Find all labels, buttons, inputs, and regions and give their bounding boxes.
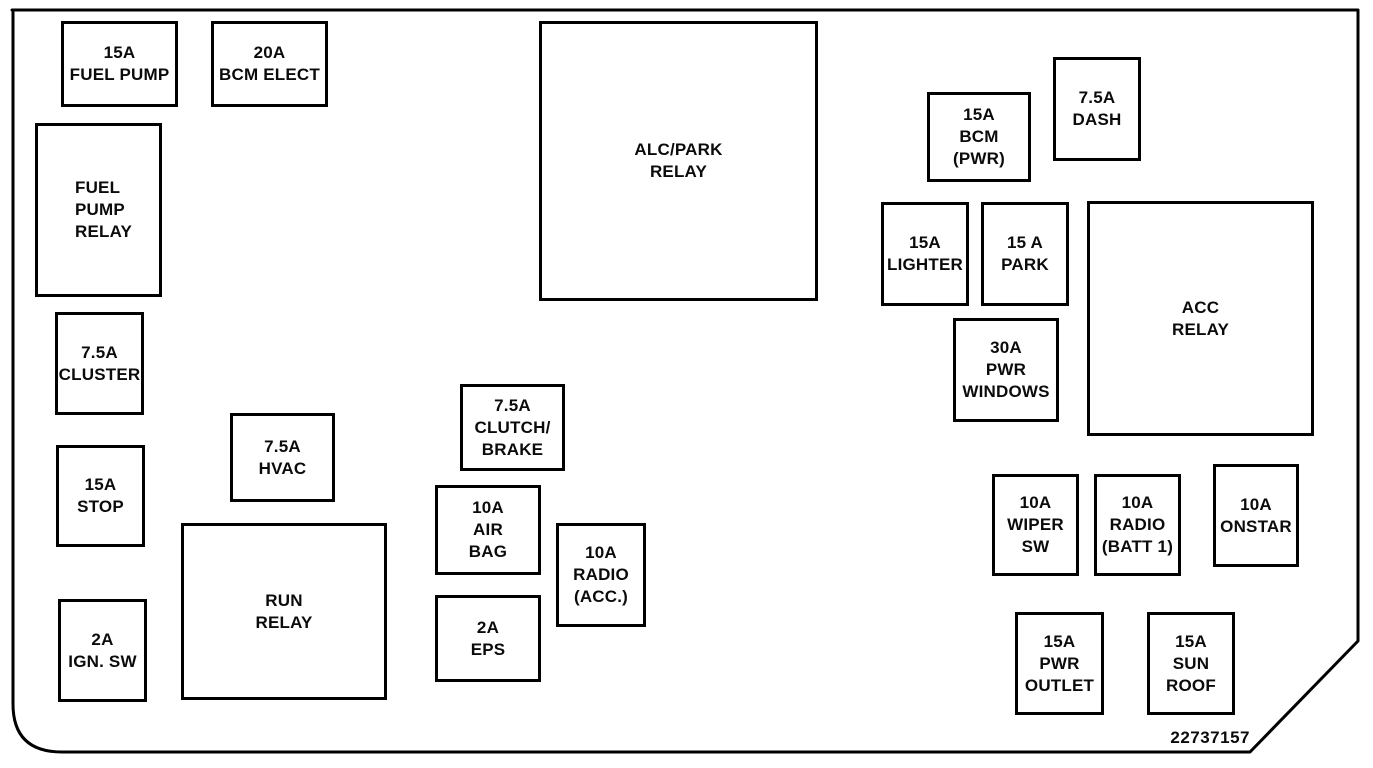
fuse-bcm-pwr-label: 15A BCM (PWR): [953, 105, 1005, 168]
fuse-eps-label: 2A EPS: [470, 617, 506, 659]
fuse-radio-batt1-label: 10A RADIO (BATT 1): [1101, 493, 1174, 556]
fuse-cluster-label: 7.5A CLUSTER: [58, 342, 141, 384]
relay-fuel-pump-label: FUEL PUMP RELAY: [75, 178, 133, 241]
fuse-hvac: 7.5A HVAC: [230, 413, 335, 502]
fuse-eps: 2A EPS: [435, 595, 541, 682]
relay-alc-park-label: ALC/PARK RELAY: [634, 140, 723, 181]
fuse-radio-acc: 10A RADIO (ACC.): [556, 523, 646, 627]
fuse-clutch-brake: 7.5A CLUTCH/ BRAKE: [460, 384, 565, 471]
fuse-onstar-label: 10A ONSTAR: [1220, 494, 1292, 536]
fuse-air-bag: 10A AIR BAG: [435, 485, 541, 575]
fuse-onstar: 10A ONSTAR: [1213, 464, 1299, 567]
fuse-bcm-pwr: 15A BCM (PWR): [927, 92, 1031, 182]
fuse-radio-batt1: 10A RADIO (BATT 1): [1094, 474, 1181, 576]
fuse-wiper-sw: 10A WIPER SW: [992, 474, 1079, 576]
relay-alc-park: ALC/PARK RELAY: [539, 21, 818, 301]
fuse-ign-sw-label: 2A IGN. SW: [68, 629, 137, 671]
fuse-dash-label: 7.5A DASH: [1072, 88, 1122, 129]
fuse-fuel-pump-label: 15A FUEL PUMP: [69, 43, 170, 84]
relay-fuel-pump: FUEL PUMP RELAY: [35, 123, 162, 297]
fuse-sun-roof: 15A SUN ROOF: [1147, 612, 1235, 715]
fuse-park: 15 A PARK: [981, 202, 1069, 306]
fuse-bcm-elect-label: 20A BCM ELECT: [219, 43, 320, 84]
fuse-ign-sw: 2A IGN. SW: [58, 599, 147, 702]
fuse-fuel-pump: 15A FUEL PUMP: [61, 21, 178, 107]
fuse-pwr-outlet: 15A PWR OUTLET: [1015, 612, 1104, 715]
fuse-bcm-elect: 20A BCM ELECT: [211, 21, 328, 107]
fuse-pwr-windows: 30A PWR WINDOWS: [953, 318, 1059, 422]
part-number: 22737157: [1170, 728, 1250, 747]
fuse-wiper-sw-label: 10A WIPER SW: [1007, 493, 1064, 556]
fuse-air-bag-label: 10A AIR BAG: [468, 498, 508, 561]
fuse-pwr-windows-label: 30A PWR WINDOWS: [962, 338, 1050, 401]
fuse-stop: 15A STOP: [56, 445, 145, 547]
fuse-dash: 7.5A DASH: [1053, 57, 1141, 161]
relay-acc: ACC RELAY: [1087, 201, 1314, 436]
relay-acc-label: ACC RELAY: [1171, 297, 1230, 339]
fuse-park-label: 15 A PARK: [1001, 233, 1049, 274]
fuse-hvac-label: 7.5A HVAC: [258, 436, 307, 478]
fuse-clutch-brake-label: 7.5A CLUTCH/ BRAKE: [474, 395, 551, 459]
relay-run: RUN RELAY: [181, 523, 387, 700]
fuse-lighter: 15A LIGHTER: [881, 202, 969, 306]
fuse-pwr-outlet-label: 15A PWR OUTLET: [1024, 631, 1095, 695]
fuse-lighter-label: 15A LIGHTER: [886, 233, 963, 274]
fuse-radio-acc-label: 10A RADIO (ACC.): [573, 543, 629, 606]
fuse-cluster: 7.5A CLUSTER: [55, 312, 144, 415]
fuse-sun-roof-label: 15A SUN ROOF: [1166, 631, 1216, 695]
fuse-stop-label: 15A STOP: [77, 475, 124, 516]
relay-run-label: RUN RELAY: [255, 590, 313, 632]
